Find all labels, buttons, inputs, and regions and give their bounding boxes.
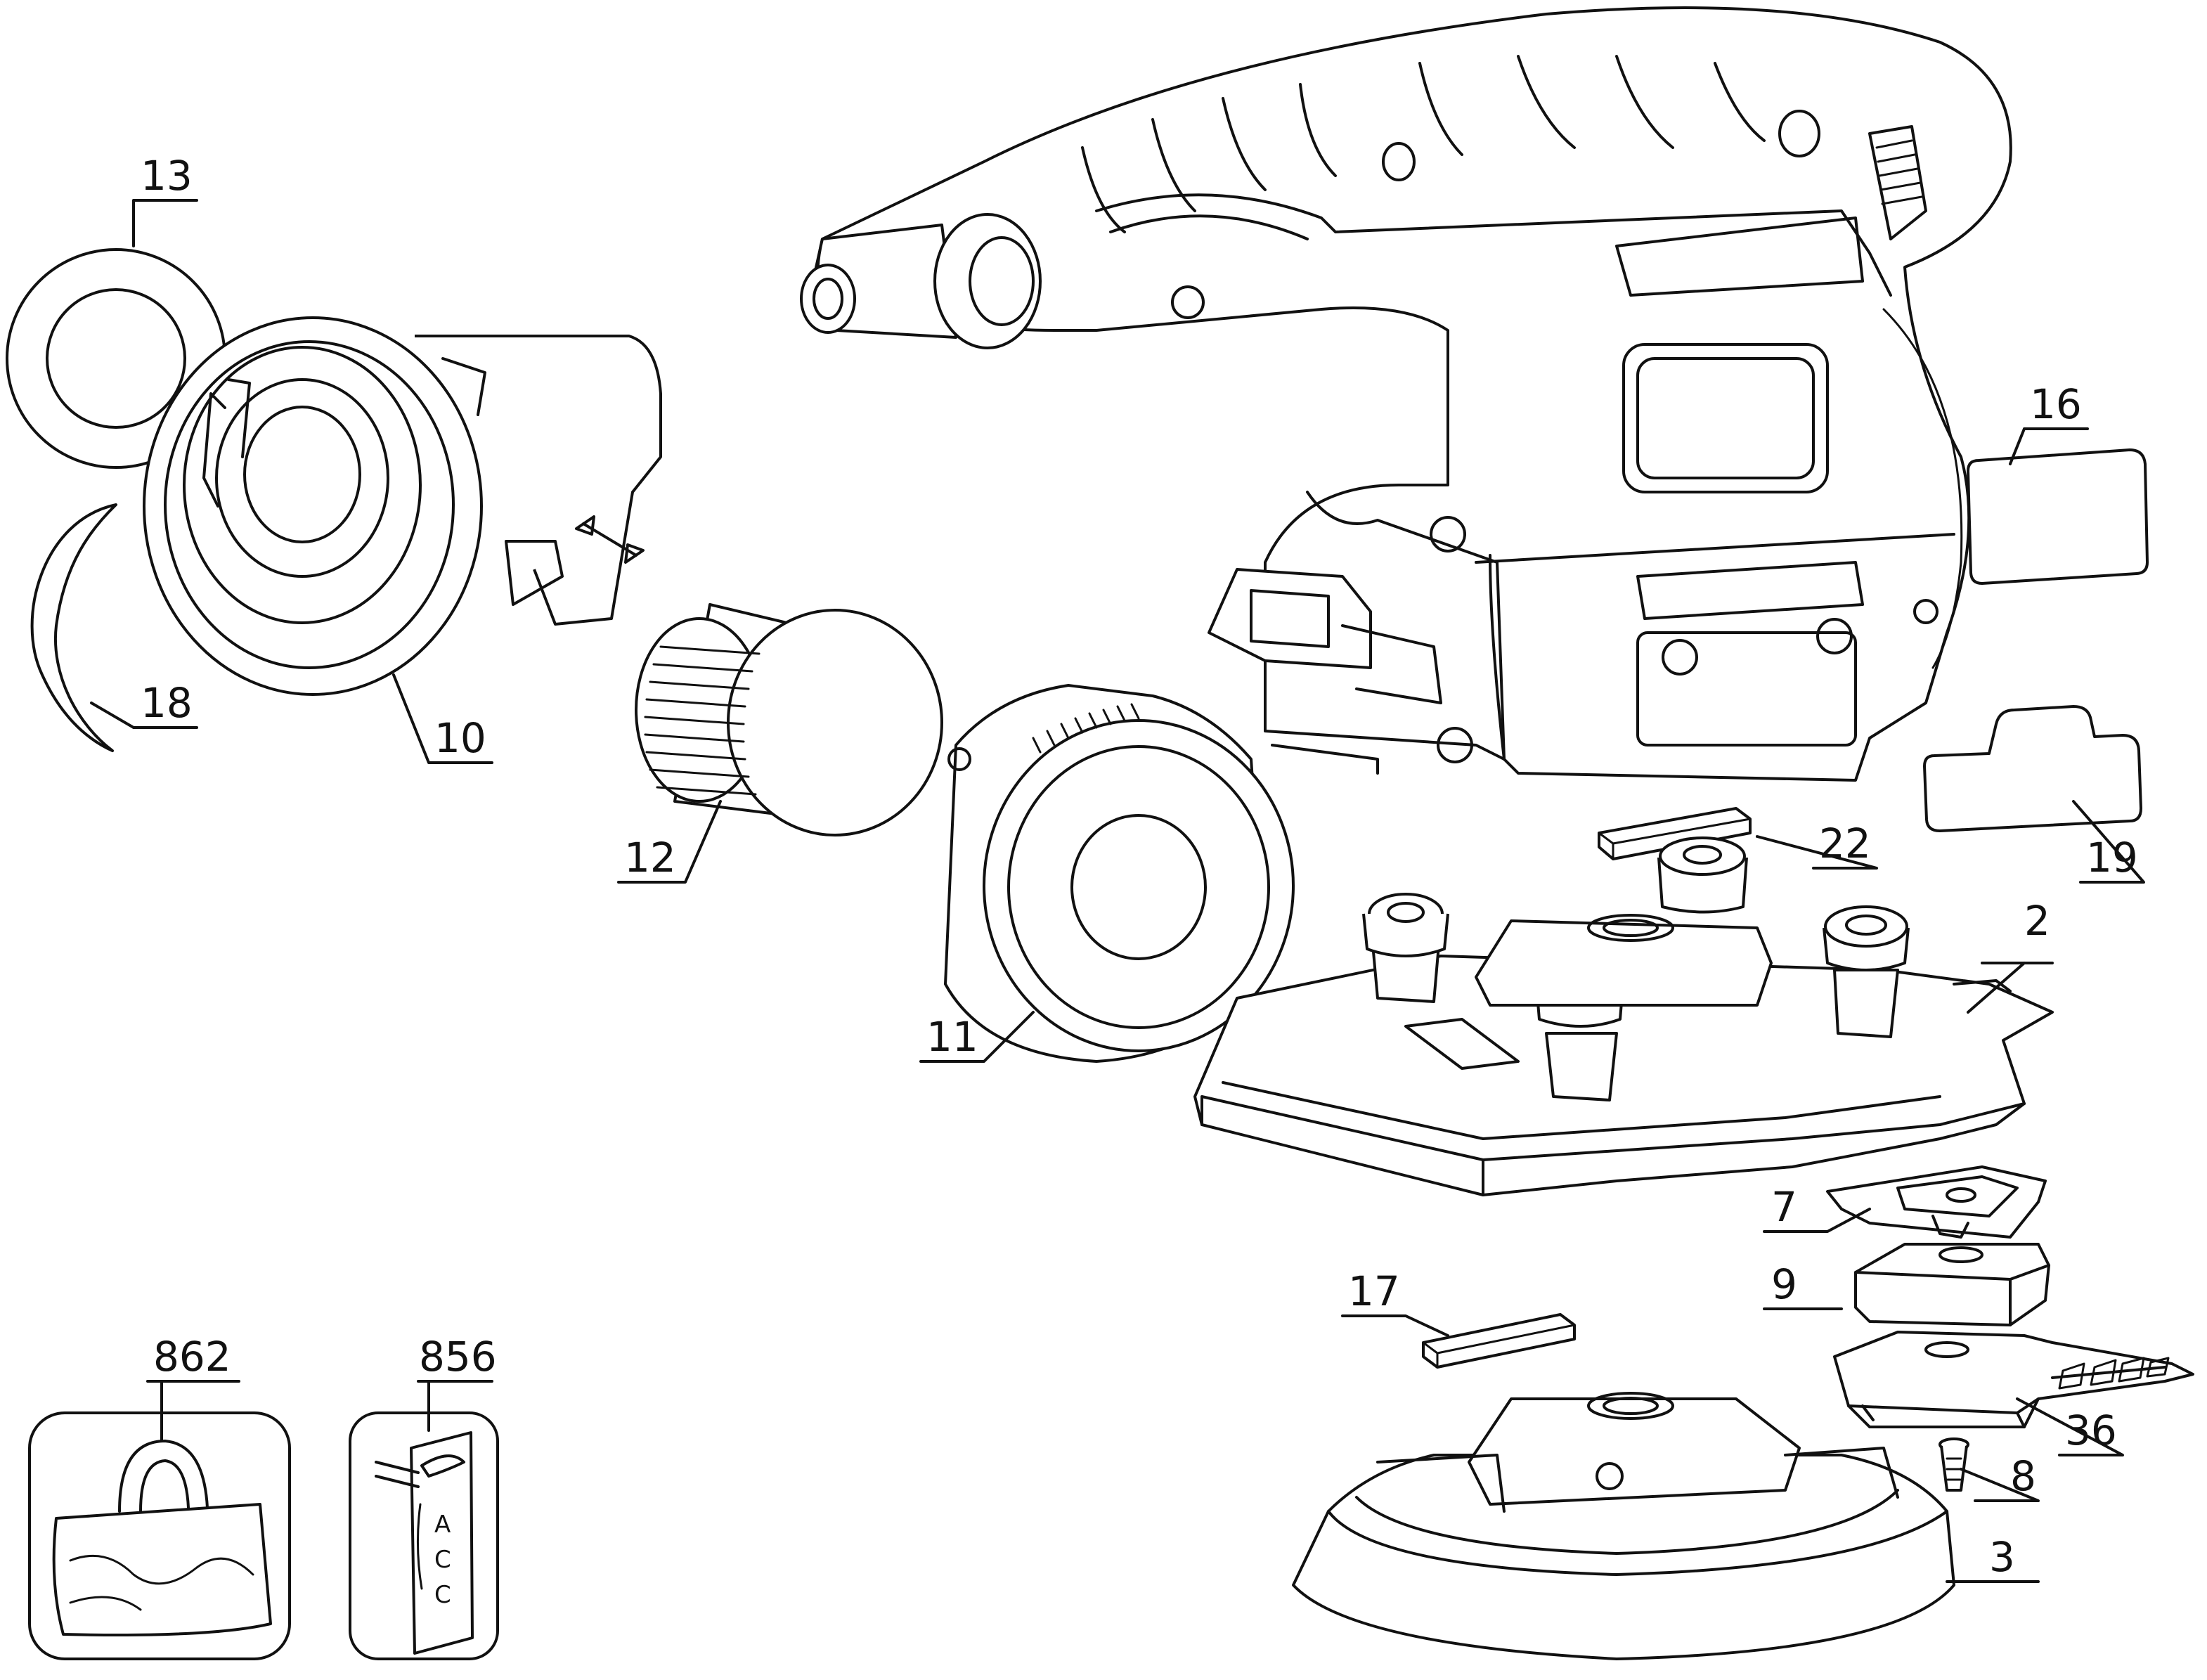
- label-7: 7: [1771, 1183, 1797, 1231]
- label-862: 862: [153, 1333, 231, 1381]
- label-12: 12: [624, 834, 676, 881]
- label-22: 22: [1819, 820, 1871, 867]
- card-letter-2: C: [434, 1546, 451, 1574]
- sander-body: [800, 6, 2012, 782]
- part-10-dust-port: [143, 316, 662, 696]
- part-labels: 13 18 10 12 11 16 22 19 2 7 9 17 36 8 3 …: [141, 152, 2138, 1609]
- card-letter-3: C: [434, 1581, 451, 1609]
- label-17: 17: [1348, 1267, 1400, 1315]
- part-7-clamp: [1826, 1165, 2047, 1239]
- part-2-post-back: [1657, 836, 1748, 914]
- label-13: 13: [141, 152, 193, 200]
- part-8-screw: [1939, 1437, 1969, 1492]
- accessory-856-card: [349, 1411, 499, 1660]
- label-36: 36: [2065, 1407, 2117, 1454]
- part-9-foam-pad: [1854, 1243, 2050, 1326]
- label-9: 9: [1771, 1260, 1797, 1308]
- label-2: 2: [2024, 897, 2050, 945]
- label-856: 856: [419, 1333, 497, 1381]
- label-19: 19: [2086, 834, 2138, 881]
- part-18-arc-clip: [30, 503, 117, 752]
- leader-lines: [90, 199, 2145, 1583]
- label-3: 3: [1989, 1533, 2015, 1581]
- part-16-label: [1967, 448, 2149, 585]
- part-2-post-right: [1823, 905, 1910, 1038]
- part-36-finger: [1833, 1331, 2194, 1428]
- label-8: 8: [2010, 1452, 2036, 1500]
- card-letter-1: A: [434, 1511, 451, 1539]
- label-11: 11: [926, 1013, 978, 1061]
- part-3-round-base: [1292, 1392, 1955, 1660]
- part-22-strip: [1598, 807, 1752, 860]
- label-10: 10: [434, 714, 486, 762]
- part-11-canister: [944, 684, 1295, 1063]
- label-16: 16: [2030, 380, 2082, 428]
- part-2-post-left: [1362, 893, 1449, 1003]
- part-12-filter: [635, 603, 943, 836]
- part-17-strip: [1422, 1313, 1576, 1369]
- label-18: 18: [141, 679, 193, 727]
- accessory-862-bag: [28, 1411, 291, 1660]
- part-2-base: [1193, 836, 2054, 1196]
- part-19-label: [1923, 705, 2142, 832]
